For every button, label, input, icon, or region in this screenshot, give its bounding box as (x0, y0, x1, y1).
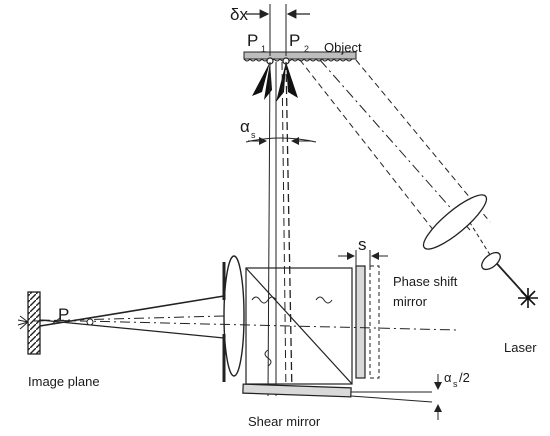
alpha-half-label-main: α (444, 370, 452, 385)
alpha-s-label-sub: s (251, 130, 256, 140)
p-pointer (51, 317, 61, 325)
s-label: s (358, 235, 367, 254)
object-surface (243, 51, 357, 62)
shear-angle-arc (245, 137, 317, 145)
object-to-splitter-beams (267, 61, 293, 397)
p2-label-main: P (289, 31, 300, 50)
phase-shift-label-line2: mirror (393, 294, 428, 309)
imaging-lens (223, 255, 245, 377)
image-plane-label: Image plane (28, 374, 100, 389)
p2-label: P 2 (289, 31, 309, 54)
delta-x-dimension (246, 4, 310, 56)
image-plane-detector (27, 291, 41, 355)
beam-splitter-cube (245, 267, 353, 385)
laser-label: Laser (504, 340, 537, 355)
p1-label-main: P (247, 31, 258, 50)
p-label: P (58, 305, 69, 324)
alpha-half-label-sub: s (453, 379, 458, 389)
p1-label-sub: 1 (261, 44, 266, 54)
diverging-lens (481, 251, 501, 271)
laser-source-icon (518, 288, 538, 308)
delta-x-label: δx (230, 5, 248, 24)
alpha-half-label: α s /2 (444, 370, 470, 389)
phase-shift-mirror (355, 265, 380, 379)
p2-label-sub: 2 (304, 44, 309, 54)
alpha-half-label-frac: /2 (459, 370, 470, 385)
imaging-beams (33, 295, 459, 339)
scatter-wedges (252, 62, 298, 102)
shear-mirror-label: Shear mirror (248, 414, 321, 429)
alpha-s-label-main: α (240, 117, 250, 136)
p1-label: P 1 (247, 31, 266, 54)
alpha-s-label: α s (240, 117, 256, 140)
interference-speckle (17, 315, 94, 330)
s-dimension (338, 250, 388, 266)
shear-mirror (242, 383, 433, 403)
object-label: Object (324, 40, 362, 55)
phase-shift-label-line1: Phase shift (393, 274, 458, 289)
collimating-lens (422, 194, 488, 250)
